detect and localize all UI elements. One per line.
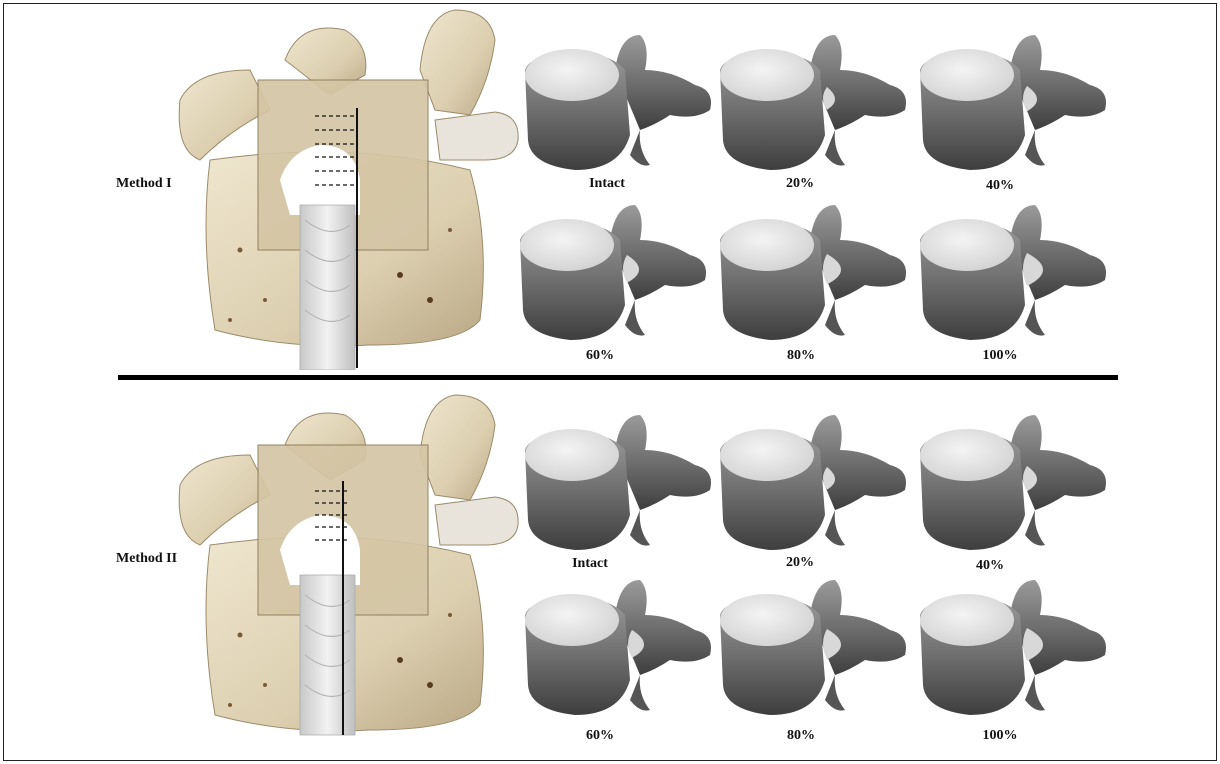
caption-80: 80%: [761, 728, 841, 744]
model-80: [715, 200, 915, 350]
model-60: [515, 200, 715, 350]
caption-40: 40%: [960, 178, 1040, 194]
caption-40: 40%: [950, 558, 1030, 574]
caption-20: 20%: [760, 176, 840, 192]
caption-60: 60%: [560, 728, 640, 744]
method-2-vertebra-photo: [170, 385, 530, 755]
model-40: [915, 30, 1115, 180]
caption-100: 100%: [960, 348, 1040, 364]
model-20: [715, 410, 915, 560]
panel-divider: [118, 375, 1118, 380]
model-100: [915, 575, 1115, 725]
model-intact: [520, 30, 720, 180]
caption-80: 80%: [761, 348, 841, 364]
method-1-label: Method I: [116, 176, 172, 192]
caption-intact: Intact: [567, 176, 647, 192]
caption-intact: Intact: [550, 556, 630, 572]
model-100: [915, 200, 1115, 350]
method-1-panel: Method I: [0, 0, 1220, 370]
method-2-panel: Method II: [0, 385, 1220, 755]
method-2-label: Method II: [116, 551, 177, 567]
model-20: [715, 30, 915, 180]
caption-20: 20%: [760, 555, 840, 571]
model-intact: [520, 410, 720, 560]
model-80: [715, 575, 915, 725]
model-40: [915, 410, 1115, 560]
method-1-vertebra-photo: [170, 0, 530, 370]
caption-60: 60%: [560, 348, 640, 364]
model-60: [520, 575, 720, 725]
caption-100: 100%: [960, 728, 1040, 744]
